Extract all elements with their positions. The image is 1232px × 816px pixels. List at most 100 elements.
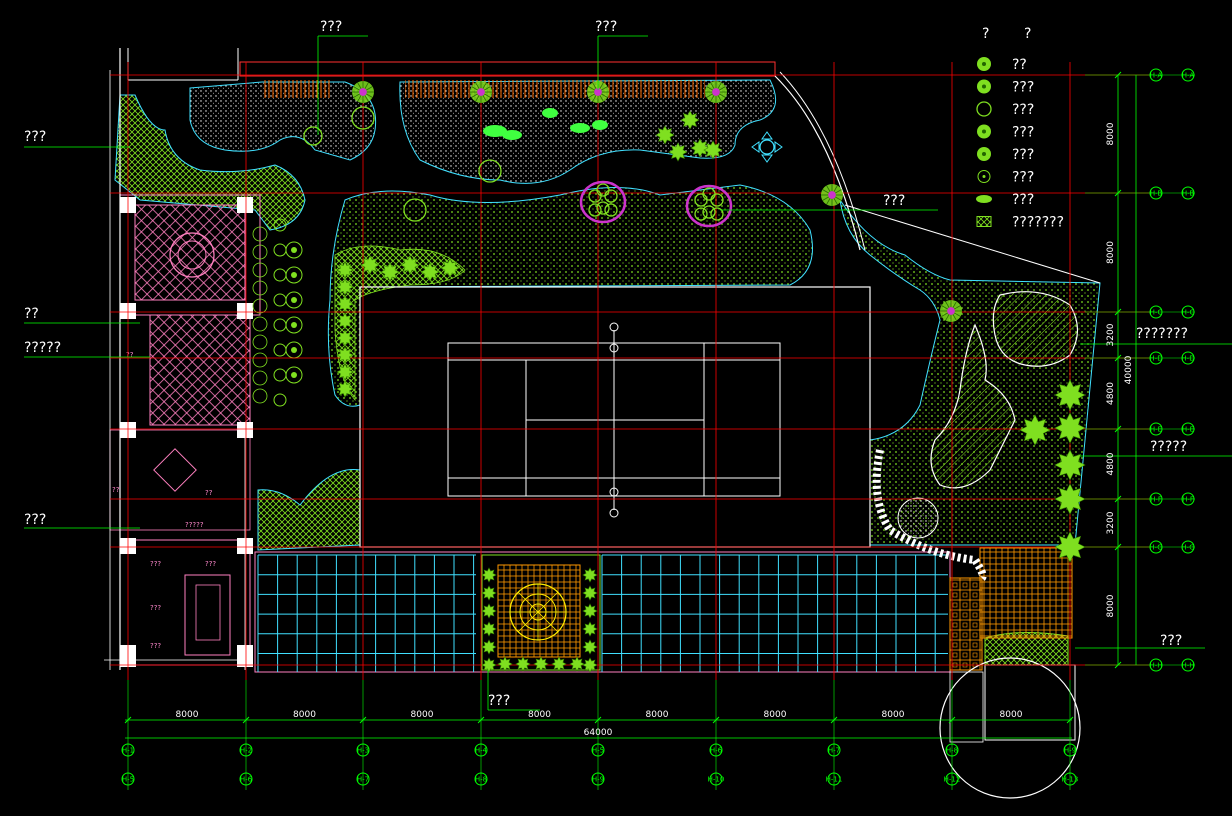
- svg-text:H-6: H-6: [710, 747, 723, 755]
- grid-bubble: H-H: [1181, 658, 1195, 672]
- dimension-total: 64000: [584, 728, 613, 738]
- grid-bubble: H-6: [239, 772, 253, 786]
- tree-symbol: [821, 184, 843, 206]
- tree-symbol: [303, 126, 323, 146]
- svg-text:H-9: H-9: [592, 776, 604, 784]
- svg-text:H-12: H-12: [944, 776, 961, 784]
- tree-symbol: [582, 585, 598, 601]
- svg-text:H-7: H-7: [357, 776, 369, 784]
- tree-symbol: [702, 187, 716, 201]
- legend: ? ? ???????????????????????????: [976, 26, 1064, 231]
- top-mid-gravel-bed: [399, 79, 777, 184]
- grid-bubble: H-11: [826, 772, 843, 786]
- grid-bubble: H-F: [1181, 492, 1195, 506]
- legend-item-label: ??: [1012, 57, 1027, 73]
- svg-text:H-1: H-1: [122, 747, 134, 755]
- svg-text:H-A: H-A: [1150, 72, 1163, 80]
- tree-symbol: [336, 363, 354, 381]
- label-right-1: ???: [883, 193, 905, 209]
- clubhouse-building: ??? ??? ??? ??? ????? ?? ?? ??: [109, 194, 261, 667]
- dimension-label: 8000: [1106, 241, 1116, 264]
- label-left-3: ?????: [24, 340, 61, 356]
- tree-symbol: [481, 585, 497, 601]
- tree-symbol: [582, 639, 598, 655]
- svg-text:H-B: H-B: [1182, 190, 1195, 198]
- grid-bubble: H-D: [1149, 351, 1163, 365]
- central-lawn: [327, 184, 813, 407]
- dimension-label: 4800: [1106, 382, 1116, 405]
- tree-symbol: [497, 656, 513, 672]
- legend-item: ???????: [976, 215, 1064, 231]
- tree-symbol: [336, 295, 354, 313]
- label-right-4: ???: [1160, 633, 1182, 649]
- svg-text:H-G: H-G: [1181, 544, 1194, 552]
- dimension-label: 8000: [411, 710, 434, 720]
- dimension-label: 8000: [882, 710, 905, 720]
- grid-bubble: H-3: [356, 743, 370, 757]
- tree-cluster: [579, 180, 627, 224]
- grid-bubble: H-13: [1062, 772, 1079, 786]
- tree-symbol: [569, 656, 585, 672]
- legend-item-label: ???????: [1012, 215, 1064, 231]
- tree-symbol: [360, 255, 380, 275]
- grid-bubble: H-5: [591, 743, 605, 757]
- svg-text:H-H: H-H: [1149, 662, 1162, 670]
- dimension-label: 8000: [293, 710, 316, 720]
- grid-bubble: H-F: [1149, 492, 1163, 506]
- svg-text:H-3: H-3: [357, 747, 369, 755]
- building-label: ??: [126, 351, 134, 359]
- legend-item: ???: [977, 79, 1034, 96]
- tree-symbol: [351, 106, 375, 130]
- svg-text:H-F: H-F: [1150, 496, 1162, 504]
- tree-symbol: [604, 203, 618, 217]
- tree-symbol: [551, 656, 567, 672]
- tree-symbol: [587, 81, 609, 103]
- tree-symbol: [1054, 531, 1086, 563]
- paving-deck: [872, 449, 1081, 799]
- legend-header-name: ?: [1024, 26, 1031, 42]
- svg-text:H-6: H-6: [240, 776, 253, 784]
- grid-bubble: H-8: [945, 743, 959, 757]
- dimension-label: 8000: [1106, 594, 1116, 617]
- grid-bubble: H-G: [1149, 540, 1163, 554]
- grid-bubble: H-C: [1149, 305, 1163, 319]
- tree-symbol: [440, 258, 460, 278]
- legend-item: ???: [976, 101, 1034, 118]
- tree-symbol: [1019, 414, 1051, 446]
- column: [237, 197, 253, 213]
- tennis-court: [359, 286, 871, 548]
- tree-symbol: [940, 300, 962, 322]
- tree-symbol: [481, 657, 497, 673]
- tree-symbol: [336, 261, 354, 279]
- building-walls: [104, 48, 250, 670]
- svg-text:H-9: H-9: [1064, 747, 1076, 755]
- svg-text:H-5: H-5: [122, 776, 134, 784]
- tree-symbol: [478, 159, 502, 183]
- label-bottom: ???: [488, 693, 510, 709]
- tree-symbol: [582, 567, 598, 583]
- grid-bubble: H-7: [356, 772, 370, 786]
- tree-symbol: [582, 657, 598, 673]
- trees: [303, 81, 1086, 673]
- building-label: ??: [205, 489, 213, 497]
- tree-symbol: [694, 207, 708, 221]
- leader-lines: [24, 35, 1232, 711]
- svg-text:H-D: H-D: [1181, 355, 1194, 363]
- tree-symbol: [380, 262, 400, 282]
- tree-symbol: [582, 603, 598, 619]
- tree-symbol: [336, 380, 354, 398]
- grid-bubble: H-C: [1181, 305, 1195, 319]
- tree-symbol: [1054, 379, 1086, 411]
- tree-symbol: [1054, 483, 1086, 515]
- svg-text:H-8: H-8: [946, 747, 958, 755]
- building-label: ???: [205, 560, 216, 568]
- tree-symbol: [710, 207, 724, 221]
- grid-bubble: H-12: [944, 772, 961, 786]
- tree-symbol: [655, 125, 675, 145]
- svg-text:H-11: H-11: [826, 776, 843, 784]
- grid-bubble: H-10: [708, 772, 724, 786]
- svg-text:H-13: H-13: [1062, 776, 1079, 784]
- tree-symbol: [588, 203, 602, 217]
